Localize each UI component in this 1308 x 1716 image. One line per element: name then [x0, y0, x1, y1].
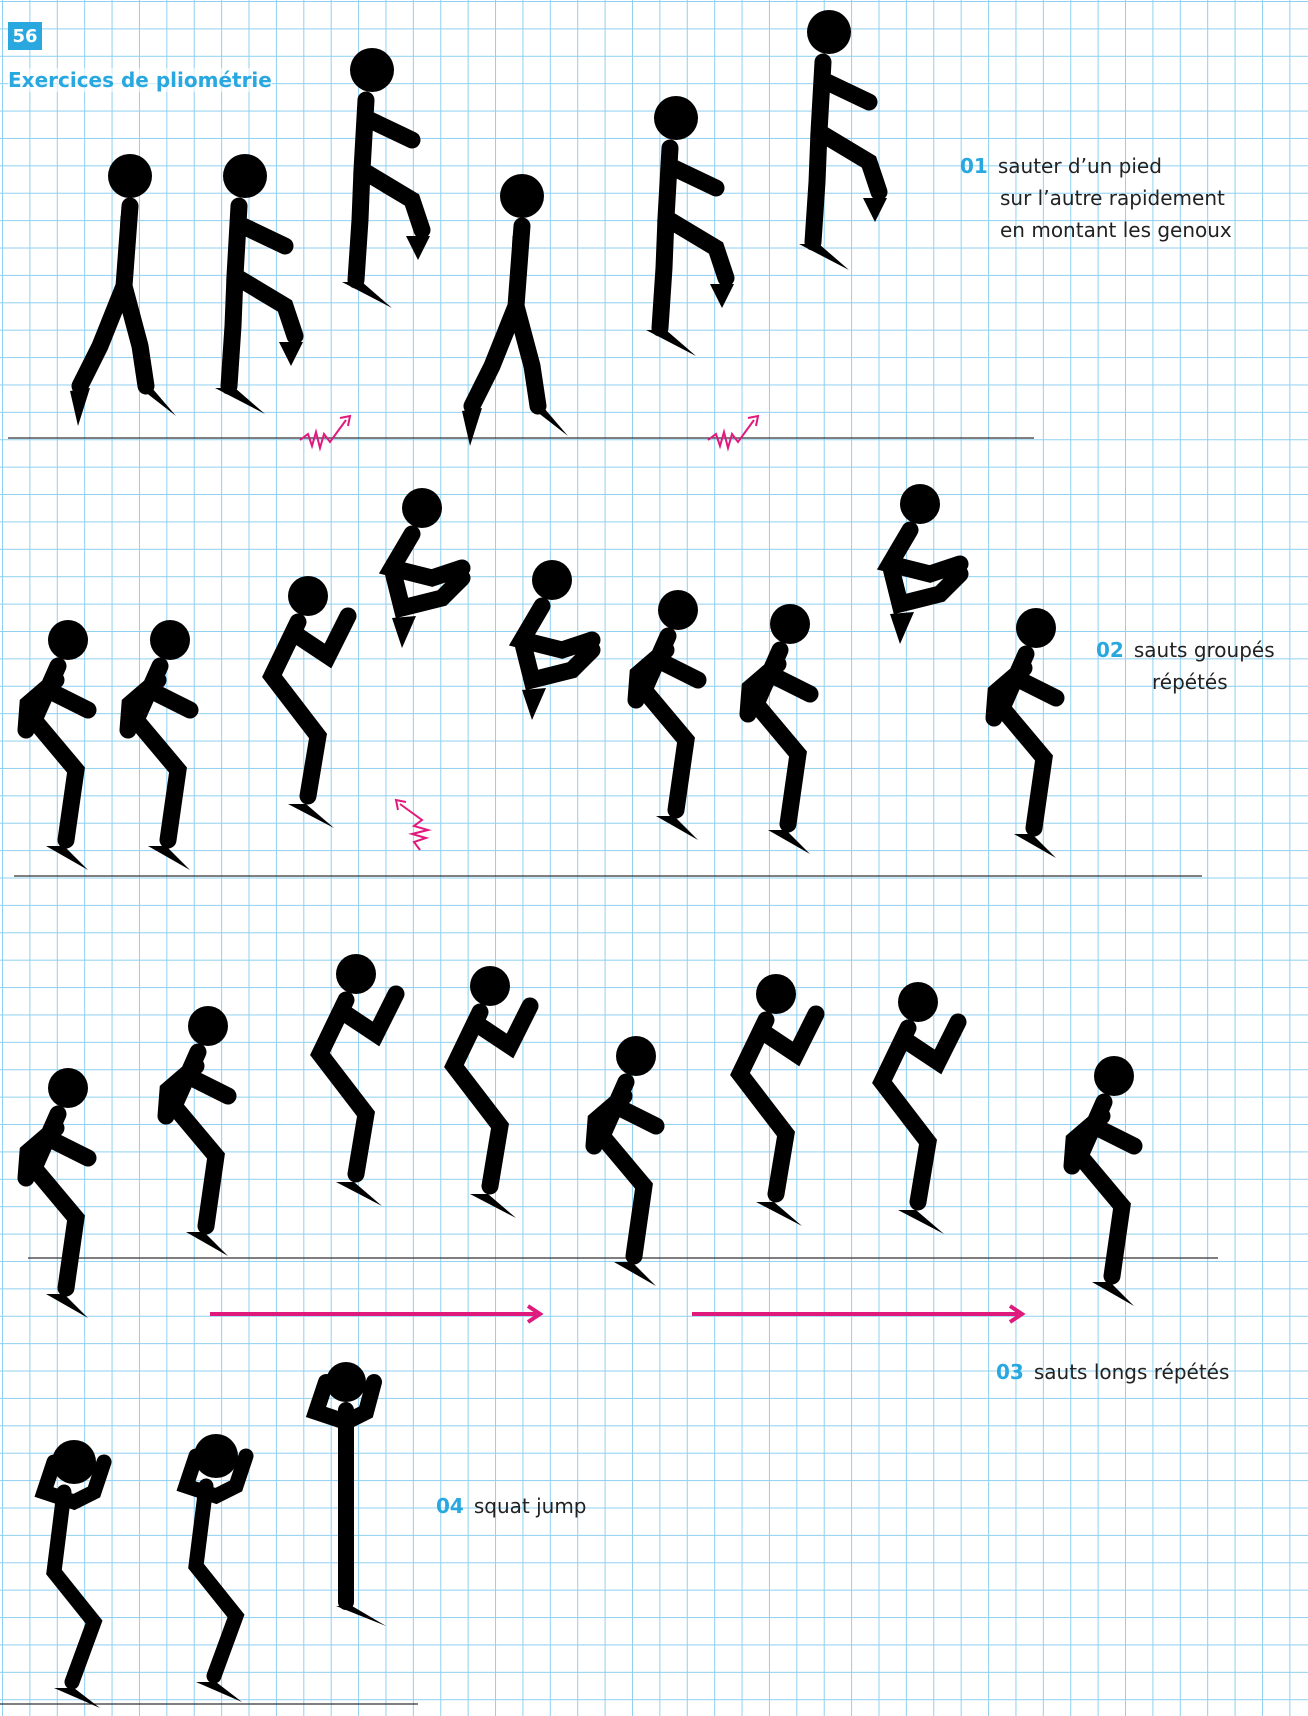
stick-figure [186, 1434, 246, 1702]
stick-figure [70, 154, 176, 426]
jump-spring-arrow [396, 800, 428, 850]
caption-line: squat jump [474, 1494, 587, 1518]
stick-figure [882, 982, 958, 1234]
exercise-caption-04: 04 squat jump [436, 1490, 587, 1522]
stick-figure [748, 604, 810, 854]
exercise-03-illustration [26, 954, 1218, 1322]
caption-line: sur l’autre rapidement [960, 182, 1232, 214]
caption-line: sauts groupés [1134, 638, 1275, 662]
long-jump-arrow [210, 1306, 540, 1322]
stick-figure [799, 10, 887, 270]
long-jump-arrow [692, 1306, 1022, 1322]
stick-figure [454, 966, 530, 1218]
stick-figure [342, 48, 430, 308]
caption-line: en montant les genoux [960, 214, 1232, 246]
stick-figure [646, 96, 734, 356]
stick-figure [44, 1440, 104, 1708]
exercise-caption-02: 02 sauts groupés répétés [1096, 634, 1275, 698]
stick-figure [1072, 1056, 1134, 1306]
stick-figure [272, 576, 348, 828]
exercise-number: 02 [1096, 638, 1124, 662]
stick-figure [890, 484, 960, 644]
stick-figure [128, 620, 190, 870]
stick-figure [522, 560, 592, 720]
stick-figure [462, 174, 568, 446]
exercise-caption-01: 01 sauter d’un pied sur l’autre rapidemen… [960, 150, 1232, 246]
caption-line: répétés [1096, 666, 1275, 698]
exercise-04-illustration [0, 1362, 418, 1708]
stick-figure [26, 620, 88, 870]
exercise-number: 03 [996, 1360, 1024, 1384]
stick-figure [215, 154, 303, 414]
stick-figure [994, 608, 1056, 858]
exercise-02-illustration [14, 484, 1202, 876]
exercise-number: 04 [436, 1494, 464, 1518]
stick-figure [594, 1036, 656, 1286]
jump-spring-arrow [708, 416, 758, 448]
exercise-01-illustration [8, 10, 1034, 448]
caption-line: sauter d’un pied [998, 154, 1162, 178]
caption-line: sauts longs répétés [1034, 1360, 1230, 1384]
stick-figure [166, 1006, 228, 1256]
stick-figure [320, 954, 396, 1206]
stick-figure [316, 1362, 386, 1626]
exercise-number: 01 [960, 154, 988, 178]
stick-figure [636, 590, 698, 840]
stick-figure [740, 974, 816, 1226]
exercise-caption-03: 03 sauts longs répétés [996, 1356, 1229, 1388]
stick-figure [392, 488, 462, 648]
stick-figure [26, 1068, 88, 1318]
jump-spring-arrow [300, 416, 350, 448]
